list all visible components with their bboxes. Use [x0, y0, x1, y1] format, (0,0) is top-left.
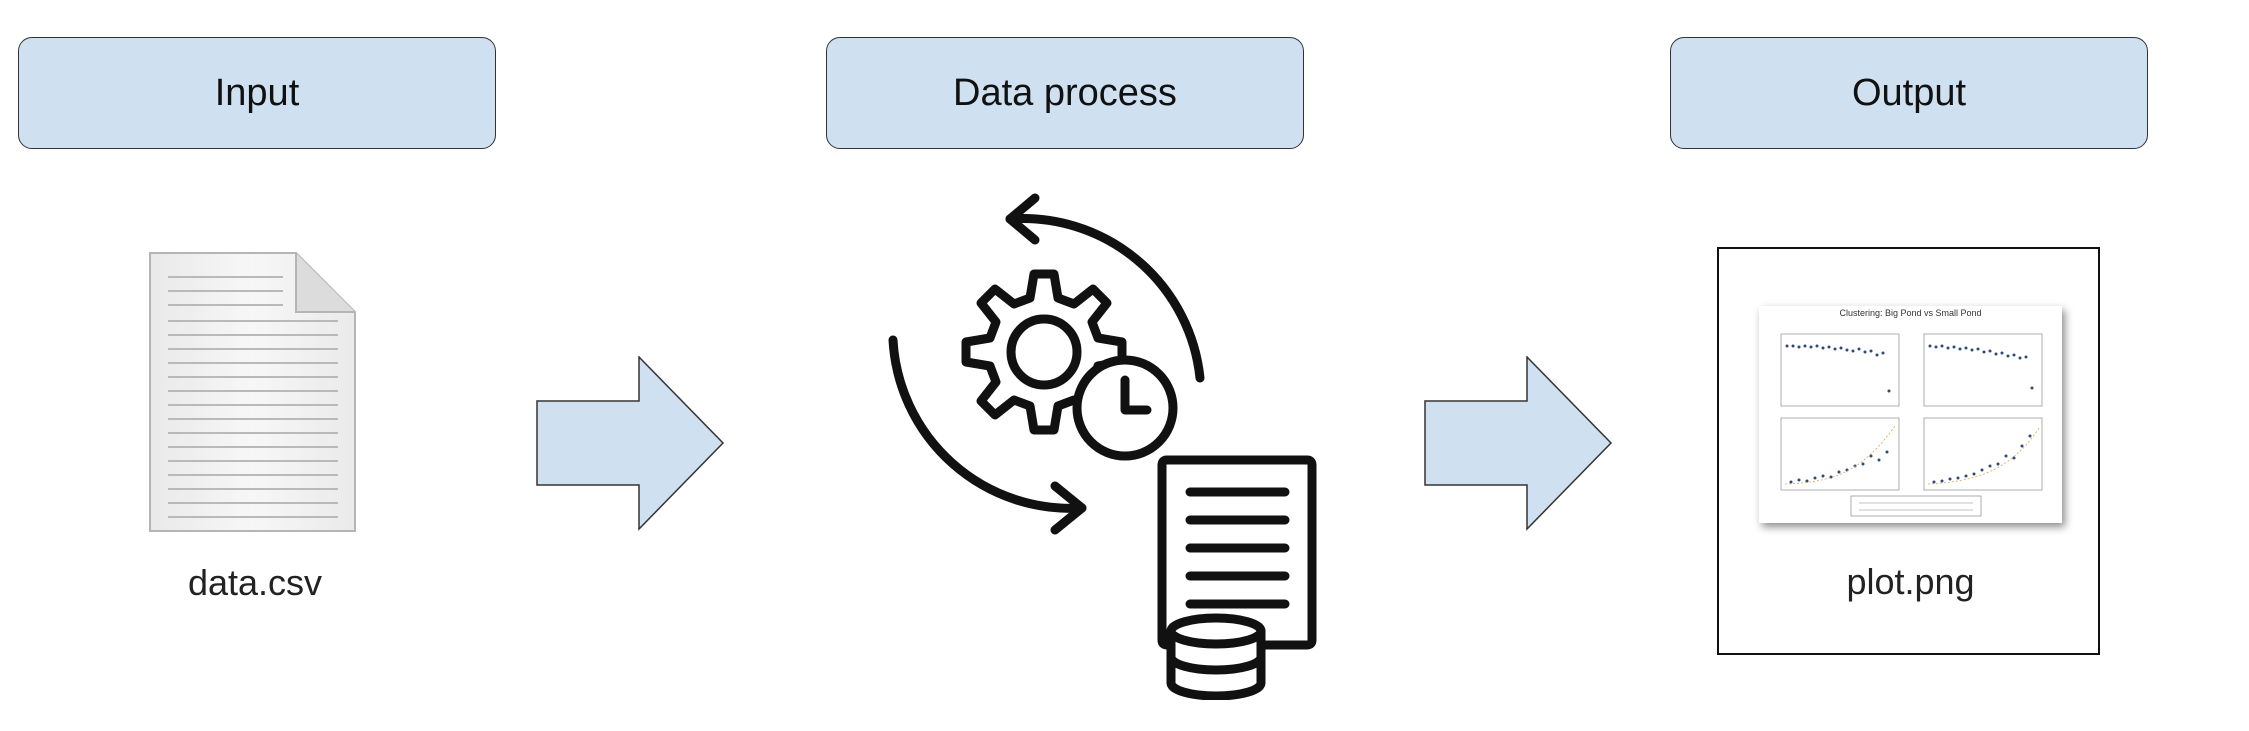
input-file-name: data.csv	[187, 562, 323, 603]
plot-thumbnail-graphic	[1780, 333, 2043, 517]
stage-header-input: Input	[18, 37, 496, 149]
output-file-name: plot.png	[1846, 561, 1975, 602]
output-frame: Clustering: Big Pond vs Small Pond	[1717, 247, 2100, 655]
document-icon	[149, 252, 356, 532]
stage-label: Output	[1851, 71, 1967, 114]
stage-header-process: Data process	[826, 37, 1304, 149]
stage-header-output: Output	[1670, 37, 2148, 149]
thumbnail-title: Clustering: Big Pond vs Small Pond	[1839, 308, 1982, 318]
gear-clock-database-icon	[888, 193, 1317, 700]
flow-arrow-2	[1424, 356, 1613, 531]
plot-thumbnail: Clustering: Big Pond vs Small Pond	[1759, 306, 2062, 523]
stage-label: Data process	[953, 71, 1177, 114]
stage-label: Input	[214, 71, 300, 114]
flow-arrow-1	[536, 356, 725, 531]
